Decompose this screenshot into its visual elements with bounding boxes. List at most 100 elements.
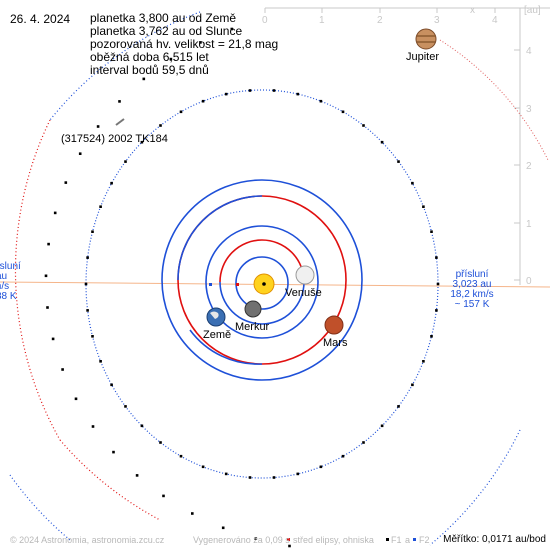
orbit-point xyxy=(362,441,365,444)
perihelion-speed: 18,2 km/s xyxy=(450,289,494,300)
orbit-point xyxy=(435,256,438,259)
orbit-point xyxy=(140,140,144,144)
venus-orbit-arc3 xyxy=(219,239,263,283)
x-tick: 0 xyxy=(262,15,268,26)
orbit-point xyxy=(341,110,345,114)
outer-ring xyxy=(161,179,363,381)
orbit-point xyxy=(201,465,205,469)
orbit-point xyxy=(380,424,384,428)
orbit-point xyxy=(272,476,276,479)
sun-center xyxy=(262,282,266,286)
orbit-point xyxy=(296,472,300,476)
orbit-point xyxy=(159,441,162,444)
orbit-point xyxy=(99,205,102,208)
orbit-point xyxy=(124,160,127,163)
asteroid-label: (317524) 2002 TK184 xyxy=(61,133,168,145)
orbit-point xyxy=(86,309,89,312)
orbit-point xyxy=(362,124,365,127)
orbit-point xyxy=(74,397,78,401)
orbit-point xyxy=(254,537,258,540)
earth-orbit-arc xyxy=(189,329,263,365)
orbit-point xyxy=(221,526,225,530)
venus-label: Venuše xyxy=(285,287,322,299)
orbit-point xyxy=(430,335,433,338)
venus xyxy=(295,265,315,285)
orbit-point xyxy=(99,360,102,363)
legend-f1: F1 xyxy=(391,535,402,545)
scale-label: Měřítko: 0,0171 au/bod xyxy=(443,534,546,545)
orbit-point xyxy=(224,92,228,96)
orbit-point xyxy=(319,465,323,469)
orbit-point xyxy=(179,110,183,114)
orbit-point xyxy=(319,99,323,103)
orbit-point xyxy=(53,211,57,215)
orbit-point xyxy=(86,256,89,259)
earth-label: Země xyxy=(203,329,231,341)
orbit-point xyxy=(135,474,139,477)
info-line: oběžná doba 6,515 let xyxy=(90,50,209,64)
orbit-point xyxy=(84,282,88,286)
orbit-point xyxy=(411,383,414,387)
mars xyxy=(324,315,344,335)
orbit-point xyxy=(179,454,183,458)
perihelion-label: přísluní 3,023 au 18,2 km/s ~ 157 K xyxy=(437,270,507,310)
y-tick: 0 xyxy=(526,276,532,287)
au-ruler xyxy=(264,7,550,285)
orbit-point xyxy=(199,41,202,44)
legend-a: a xyxy=(405,535,411,545)
mercury-label: Merkur xyxy=(235,321,270,333)
jupiter-label: Jupiter xyxy=(406,51,439,63)
generated-time: Vygenerováno za 0,09 s xyxy=(193,535,290,545)
y-tick: 3 xyxy=(526,104,532,115)
perihelion-title: přísluní xyxy=(455,269,489,280)
info-panel: planetka 3,800 au od Země planetka 3,762… xyxy=(90,12,278,77)
orbit-point xyxy=(124,405,127,408)
orbit-point xyxy=(341,454,345,458)
orbit-point xyxy=(230,27,234,31)
earth-clouds xyxy=(210,311,219,319)
x-axis-letter: x xyxy=(470,5,475,16)
copyright: © 2024 Astronomia, astronomia.zcu.cz xyxy=(10,535,165,545)
mars-orbit-points xyxy=(84,89,440,479)
legend-center-marker xyxy=(287,538,290,541)
orbit-point xyxy=(248,89,252,92)
orbit-point xyxy=(91,335,94,338)
asteroid-orbit xyxy=(9,11,521,546)
orbit-point xyxy=(112,450,115,454)
orbit-point xyxy=(64,181,68,184)
x-tick: 2 xyxy=(377,15,383,26)
orbit-point xyxy=(397,405,400,408)
orbit-point xyxy=(78,152,82,155)
earth-orbit xyxy=(205,225,319,339)
x-tick: 1 xyxy=(319,15,325,26)
ellipse-center xyxy=(236,283,239,286)
y-tick: 4 xyxy=(526,46,532,57)
x-tick: 4 xyxy=(492,15,498,26)
orbit-point xyxy=(380,140,384,144)
jupiter-orbit xyxy=(439,39,549,161)
perihelion-distance: 3,023 au xyxy=(452,279,492,290)
mercury xyxy=(244,300,262,318)
info-line: interval bodů 59,5 dnů xyxy=(90,63,209,77)
legend-center: střed elipsy, ohniska xyxy=(293,535,374,545)
x-tick: 3 xyxy=(434,15,440,26)
orbit-point xyxy=(422,360,425,363)
venus-orbit-arc2 xyxy=(219,281,305,325)
orbit-point xyxy=(46,306,49,309)
orbit-point xyxy=(224,472,228,476)
y-tick: 2 xyxy=(526,161,532,172)
orbit-point xyxy=(91,425,95,428)
left-apsis-speed: km/s xyxy=(0,281,10,292)
orbit-point xyxy=(91,230,94,233)
orbit-point xyxy=(191,512,194,515)
legend-f2-marker xyxy=(413,538,416,541)
orbit-point xyxy=(140,424,144,428)
axis-unit: [au] xyxy=(524,5,541,16)
orbit-point xyxy=(47,242,50,246)
orbit-point xyxy=(44,274,48,278)
perihelion-temp: ~ 157 K xyxy=(454,299,490,310)
asteroid-orbit-points xyxy=(44,27,291,548)
orbit-point xyxy=(142,77,146,81)
orbit-point xyxy=(435,309,438,312)
